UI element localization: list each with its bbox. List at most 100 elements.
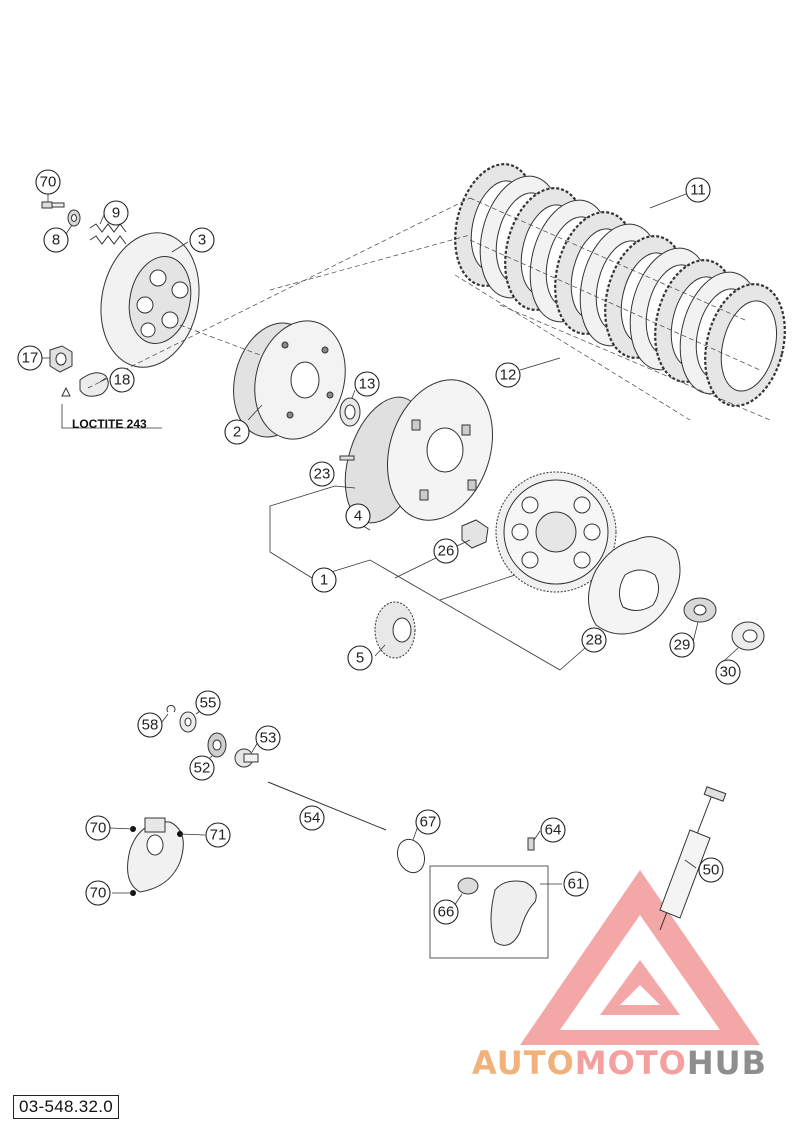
callout-1: 1: [311, 567, 337, 593]
callout-12: 12: [495, 362, 521, 388]
callout-29: 29: [669, 632, 695, 658]
callout-3: 3: [189, 227, 215, 253]
thrust-washer-part: [339, 397, 361, 427]
callout-5: 5: [347, 645, 373, 671]
svg-text:3: 3: [198, 232, 206, 249]
primary-gear-part: [495, 471, 617, 593]
svg-text:50: 50: [703, 862, 720, 879]
svg-text:66: 66: [438, 904, 455, 921]
stack-guide-line: [469, 197, 746, 321]
svg-text:13: 13: [359, 376, 376, 393]
svg-text:28: 28: [586, 632, 603, 649]
callout-4: 4: [345, 503, 371, 529]
bleed-screw-part: [527, 837, 535, 851]
callout-18: 18: [109, 367, 135, 393]
svg-text:29: 29: [674, 637, 691, 654]
svg-text:5: 5: [356, 650, 364, 667]
callout-8: 8: [43, 227, 69, 253]
lock-washer-part: [79, 372, 109, 397]
clutch-basket-part: [344, 379, 494, 524]
loctite-label: LOCTITE 243: [72, 417, 147, 431]
callout-11: 11: [685, 177, 711, 203]
svg-text:70: 70: [40, 174, 57, 191]
needle-bearing-part: [683, 597, 717, 623]
bolt-part: [41, 201, 65, 209]
callout-28: 28: [581, 627, 607, 653]
callout-58: 58: [137, 712, 163, 738]
svg-text:8: 8: [52, 232, 60, 249]
watermark-part-3: HUB: [686, 1044, 768, 1082]
svg-text:54: 54: [304, 810, 321, 827]
stack-guide-line: [469, 239, 761, 371]
watermark-part-1: AUTO: [472, 1044, 575, 1082]
inner-clutch-hub-part: [233, 320, 346, 440]
callout-26: 26: [433, 538, 459, 564]
callout-13: 13: [354, 371, 380, 397]
callout-52: 52: [189, 755, 215, 781]
callout-23: 23: [309, 461, 335, 487]
callout-53: 53: [255, 725, 281, 751]
svg-text:55: 55: [200, 695, 217, 712]
slave-cylinder-cover-part: [127, 817, 184, 896]
callout-9: 9: [103, 200, 129, 226]
svg-text:30: 30: [720, 664, 737, 681]
svg-text:67: 67: [420, 814, 437, 831]
callout-70-top: 70: [35, 169, 61, 195]
bushing-part: [731, 621, 765, 651]
svg-text:71: 71: [210, 827, 227, 844]
svg-text:9: 9: [112, 205, 120, 222]
svg-text:53: 53: [260, 730, 277, 747]
spring-part: [89, 223, 127, 245]
small-screw-part: [339, 455, 355, 461]
svg-text:64: 64: [545, 822, 562, 839]
svg-text:2: 2: [233, 424, 241, 441]
svg-text:26: 26: [438, 543, 455, 560]
assembly-guide-lines: [87, 197, 586, 671]
piston-53-part: [234, 748, 259, 768]
svg-text:17: 17: [22, 350, 39, 367]
washer-55-part: [179, 711, 197, 733]
callout-54: 54: [299, 805, 325, 831]
o-ring-part: [396, 838, 426, 874]
clutch-plate-bore: [720, 300, 777, 392]
svg-text:11: 11: [690, 182, 706, 199]
watermark-text: AUTOMOTOHUB: [472, 1044, 767, 1082]
callout-17: 17: [17, 345, 43, 371]
drawing-code-label: 03-548.32.0: [13, 1095, 120, 1119]
bearing-52-part: [207, 732, 227, 758]
circlip-part: [166, 704, 176, 713]
svg-text:1: 1: [320, 572, 328, 589]
callout-61: 61: [563, 871, 589, 897]
svg-text:52: 52: [194, 760, 211, 777]
svg-text:70: 70: [90, 885, 107, 902]
svg-text:23: 23: [314, 466, 331, 483]
nut-part: [49, 345, 73, 397]
spacer-part: [461, 519, 489, 549]
disc-plate-part: [588, 536, 681, 635]
slave-cylinder-box: [429, 865, 549, 959]
bleeder-syringe-part: [659, 786, 727, 931]
stack-guide-line: [454, 274, 691, 421]
primary-pinion-part: [374, 601, 416, 659]
watermark-part-2: MOTO: [574, 1044, 687, 1082]
push-rod-part: [267, 781, 387, 831]
callout-55: 55: [195, 690, 221, 716]
pressure-cap-part: [100, 232, 200, 368]
svg-text:58: 58: [142, 717, 159, 734]
svg-text:18: 18: [114, 372, 131, 389]
stack-guide-line: [499, 304, 771, 421]
callout-67: 67: [415, 809, 441, 835]
washer-part: [67, 209, 81, 227]
callout-66: 66: [433, 899, 459, 925]
callout-30: 30: [715, 659, 741, 685]
callout-50: 50: [698, 857, 724, 883]
callout-71: 71: [205, 822, 231, 848]
watermark-logo: [520, 870, 760, 1045]
clutch-plate-stack-part: [454, 163, 786, 421]
svg-text:61: 61: [568, 876, 585, 893]
callout-64: 64: [540, 817, 566, 843]
callout-70-left: 70: [85, 815, 111, 841]
svg-text:12: 12: [500, 367, 517, 384]
svg-text:4: 4: [354, 508, 362, 525]
